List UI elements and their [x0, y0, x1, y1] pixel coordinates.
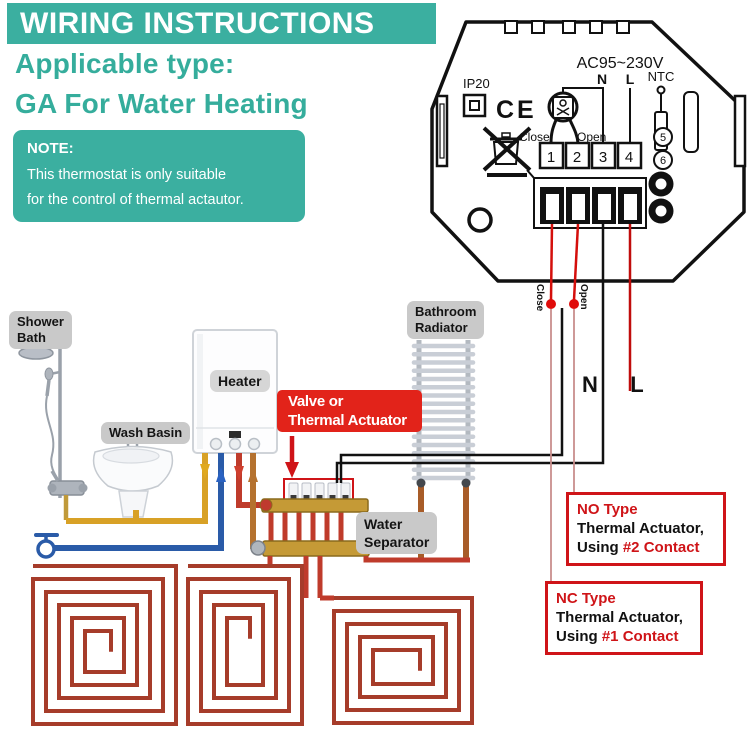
nc-type-line2: Thermal Actuator, [556, 609, 683, 626]
shower-bath-label: Shower Bath [9, 311, 72, 349]
close-label: Close [519, 130, 550, 144]
no-type-callout: NO Type Thermal Actuator, Using #2 Conta… [566, 492, 726, 566]
ip20-icon [462, 93, 487, 118]
wiring: Close Open N L [335, 223, 644, 581]
heater-label: Heater [210, 370, 270, 392]
voltage-label: AC95~230V [577, 55, 664, 72]
open-wire-tag: Open [578, 284, 589, 310]
terminal-block [526, 169, 647, 229]
note-title: NOTE: [27, 140, 74, 157]
bathroom-radiator-label: Bathroom Radiator [407, 301, 485, 339]
page-title: WIRING INSTRUCTIONS [7, 3, 436, 44]
thermostat-diagram: IP20 CE AC95~230V N L N [430, 20, 747, 283]
sensor-terminal-6: 6 [660, 155, 666, 167]
note-line-1: This thermostat is only suitable [27, 167, 227, 183]
no-type-line2: Thermal Actuator, [577, 520, 704, 537]
nc-type-line3: Using #1 Contact [556, 628, 679, 645]
neutral-wire [335, 224, 605, 483]
thermal-actuators [288, 482, 351, 501]
terminal-4: 4 [625, 149, 633, 166]
ntc-sensor-icon [653, 85, 673, 170]
terminal-3: 3 [599, 149, 607, 166]
open-contact-dot [569, 299, 579, 309]
neutral-wire-label: N [582, 372, 598, 397]
l-terminal-label: L [626, 71, 635, 87]
ce-mark-icon: CE [496, 96, 537, 124]
left-mount-slot [435, 94, 449, 168]
water-separator-label: Water Separator [356, 512, 438, 554]
right-mount-slot [733, 94, 747, 168]
close-wire [549, 223, 554, 301]
bathroom-illustration [18, 329, 476, 726]
sensor-terminal-5: 5 [660, 132, 666, 144]
terminal-1: 1 [547, 149, 555, 166]
ntc-label: NTC [648, 69, 675, 84]
wash-basin-illustration [92, 435, 174, 522]
open-label: Open [577, 130, 606, 144]
actuator-signal-wire [339, 308, 564, 483]
terminal-2: 2 [573, 149, 581, 166]
mounting-tabs [504, 20, 630, 34]
wash-basin-label: Wash Basin [101, 422, 191, 444]
live-wire-label: L [630, 372, 643, 397]
terminal-squares [538, 141, 643, 170]
valve-callout: Valve or Thermal Actuator [277, 390, 422, 432]
shower-illustration [18, 338, 88, 520]
close-wire-tag: Close [534, 284, 545, 312]
applicable-type-heading: Applicable type: [15, 48, 235, 79]
ip20-label: IP20 [463, 76, 490, 91]
weee-bin-icon [482, 126, 532, 177]
screw-holes [467, 171, 674, 233]
nc-type-callout: NC Type Thermal Actuator, Using #1 Conta… [545, 581, 703, 655]
valve-arrow-icon [285, 436, 299, 478]
note-line-2: for the control of thermal actautor. [27, 192, 244, 208]
floor-heating-coils [31, 564, 474, 726]
right-bracket [683, 91, 699, 153]
water-tap-icon [34, 533, 59, 559]
motor-symbol-icon [547, 87, 631, 144]
applicable-type-value: GA For Water Heating [15, 88, 308, 119]
open-wire [572, 223, 580, 301]
no-type-line3: Using #2 Contact [577, 539, 700, 556]
n-terminal-label: N [597, 71, 607, 87]
no-type-title: NO Type [577, 501, 638, 518]
nc-type-title: NC Type [556, 590, 616, 607]
close-contact-dot [546, 299, 556, 309]
note-box: NOTE: This thermostat is only suitable f… [13, 130, 305, 222]
